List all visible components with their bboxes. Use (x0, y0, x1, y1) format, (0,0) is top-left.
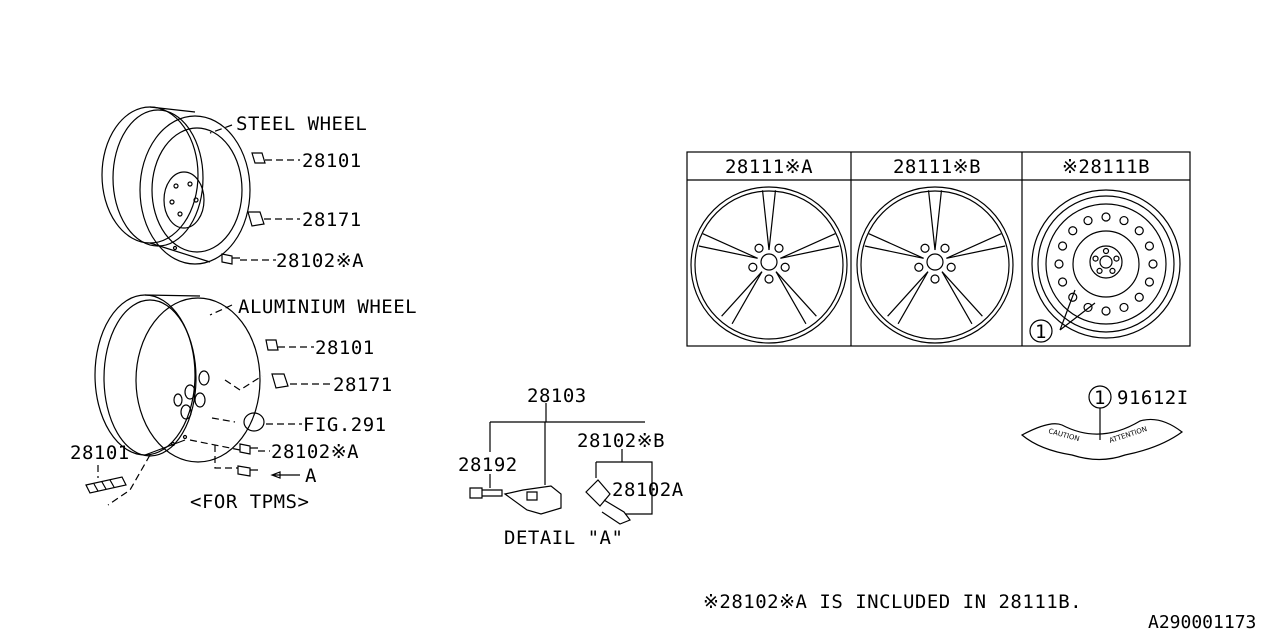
vent-hole (1057, 241, 1068, 251)
lug-hole (1092, 255, 1099, 262)
spoke-line (946, 233, 1002, 259)
spoke-line (780, 233, 836, 259)
aluminium-wheel-part-28101: 28101 (315, 337, 375, 359)
spoke-line (761, 190, 770, 251)
lug-nut (780, 262, 790, 272)
lug-nut (914, 262, 924, 272)
spoke-line (698, 245, 758, 259)
vent-hole (1148, 259, 1158, 269)
lug-hole (1113, 255, 1120, 262)
detail-a-part-28102b: 28102※B (577, 430, 665, 452)
vent-hole (1119, 302, 1129, 313)
caution-text: CAUTION (1047, 427, 1080, 443)
steel-wheel-drawing (101, 106, 300, 265)
vent-hole (1101, 212, 1111, 222)
label-callout-1: 1 (1094, 387, 1106, 409)
table-header-note-28111b: ※28111B (1062, 156, 1150, 178)
vent-hole (1083, 302, 1093, 313)
lug-nut (764, 274, 774, 284)
vent-hole (1083, 215, 1093, 226)
spoke-line (768, 190, 777, 251)
callout-circle-1 (1029, 319, 1053, 343)
spoke-line (927, 190, 936, 251)
aluminium-wheel-part-28171: 28171 (333, 374, 393, 396)
spoke-line (868, 233, 924, 259)
spoke-line (775, 271, 817, 317)
vent-hole (1068, 226, 1078, 236)
caution-label-drawing (1020, 385, 1184, 461)
spoke-line (941, 271, 973, 325)
spoke-line (702, 233, 758, 259)
detail-a-assembly-28103: 28103 (527, 385, 587, 407)
label-part-91612i: 91612I (1117, 387, 1189, 409)
spoke-line (780, 245, 840, 259)
vent-hole (1057, 277, 1068, 287)
steel-wheel-part-28171: 28171 (302, 209, 362, 231)
aluminium-wheel-part-28102a: 28102※A (271, 441, 359, 463)
lug-nut (920, 243, 930, 253)
wheel-table (686, 151, 1191, 347)
aluminium-wheel-drawing (85, 294, 332, 506)
spoke-line (946, 245, 1006, 259)
diagram-code: A290001173 (1148, 612, 1256, 633)
vent-hole (1134, 292, 1144, 302)
vent-hole (1054, 259, 1064, 269)
aluminium-wheel-title: ALUMINIUM WHEEL (238, 296, 417, 318)
steel-spare-wheel-image (1029, 189, 1181, 343)
footnote: ※28102※A IS INCLUDED IN 28111B. (703, 591, 1082, 613)
lug-nut (754, 243, 764, 253)
lug-nut (930, 274, 940, 284)
spoke-line (897, 271, 929, 325)
detail-a-title: DETAIL "A" (504, 527, 623, 549)
vent-hole (1144, 277, 1155, 287)
tpms-note: <FOR TPMS> (190, 491, 309, 513)
steel-wheel-part-28102a: 28102※A (276, 250, 364, 272)
table-header-28111b: 28111※B (893, 156, 981, 178)
vent-hole (1101, 306, 1111, 316)
vent-hole (1068, 292, 1078, 302)
spoke-line (934, 190, 943, 251)
spoke-line (887, 271, 929, 317)
spoke-line (731, 271, 763, 325)
attention-text: ATTENTION (1108, 425, 1148, 445)
aluminium-wheel-fig-291: FIG.291 (303, 414, 387, 436)
spoke-line (864, 245, 924, 259)
lug-hole (1096, 267, 1103, 274)
vent-hole (1144, 241, 1155, 251)
detail-a-arrow-label: A (305, 465, 317, 487)
spoke-line (721, 271, 763, 317)
steel-wheel-part-28101: 28101 (302, 150, 362, 172)
spoke-line (941, 271, 983, 317)
lug-hole (1102, 247, 1110, 255)
table-callout-1: 1 (1035, 321, 1047, 343)
detail-a-drawing (469, 403, 653, 525)
steel-wheel-title: STEEL WHEEL (236, 113, 367, 135)
spoke-line (775, 271, 807, 325)
detail-a-part-28102a: 28102A (612, 479, 684, 501)
balance-weight-part-28101: 28101 (70, 442, 130, 464)
lug-nut (748, 262, 758, 272)
lug-nut (774, 243, 784, 253)
alloy-wheel-b-image (856, 186, 1014, 344)
lug-hole (1109, 267, 1116, 274)
alloy-wheel-a-image (690, 186, 848, 344)
lug-nut (940, 243, 950, 253)
vent-hole (1134, 226, 1144, 236)
lug-nut (946, 262, 956, 272)
vent-hole (1119, 215, 1129, 226)
table-header-28111a: 28111※A (725, 156, 813, 178)
detail-a-part-28192: 28192 (458, 454, 518, 476)
